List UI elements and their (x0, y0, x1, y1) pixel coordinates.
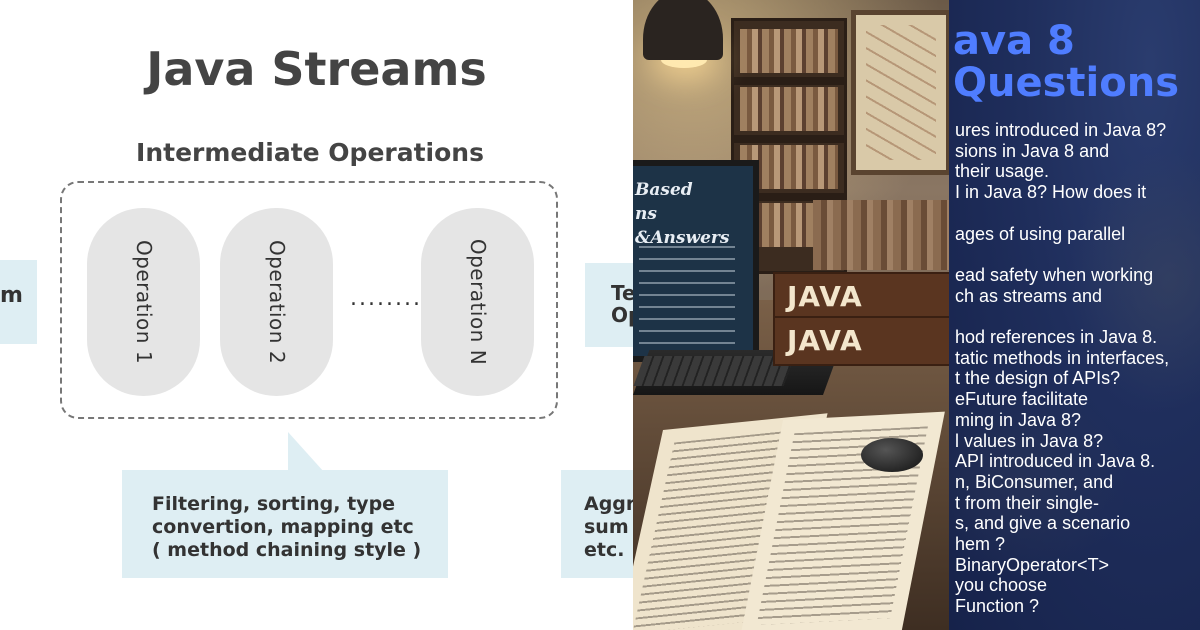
diagram-title: Java Streams (146, 42, 487, 96)
operations-ellipsis: ........ (350, 286, 422, 311)
java8-questions-panel: ava 8 Questions ures introduced in Java … (949, 0, 1200, 630)
terminal-note-box-partial (561, 470, 633, 578)
question-line: ages of using parallel (955, 223, 1126, 244)
question-line (955, 244, 1200, 265)
terminal-box-partial (585, 263, 633, 347)
terminal-note-text-partial: Aggr sum etc. (584, 493, 633, 561)
keyboard (633, 356, 795, 386)
lamp-icon (643, 0, 723, 60)
book-title: JAVA (787, 280, 863, 313)
question-line: t from their single- (955, 492, 1100, 513)
questions-title-line-1: ava 8 (953, 18, 1075, 64)
question-line: hem ? (955, 534, 1006, 555)
question-line: their usage. (955, 161, 1050, 182)
study-desk-illustration: Based ns &Answers JAVA JAVA (633, 0, 949, 630)
question-line: ch as streams and (955, 285, 1103, 306)
operation-label: Operation 1 (131, 239, 156, 365)
note-callout-box (122, 470, 448, 578)
question-line (955, 203, 1200, 224)
question-line: tatic methods in interfaces, (955, 347, 1170, 368)
intermediate-operations-group (60, 181, 558, 419)
back-shelf (813, 200, 949, 270)
question-line: ures introduced in Java 8? (955, 120, 1167, 140)
java-book-bottom: JAVA (773, 316, 949, 366)
question-line: I in Java 8? How does it (955, 182, 1147, 203)
operation-label: Operation 2 (264, 239, 289, 365)
question-line: eFuture facilitate (955, 389, 1089, 410)
question-line: n, BiConsumer, and (955, 471, 1114, 492)
wall-map-frame (851, 10, 949, 175)
question-line: API introduced in Java 8. (955, 451, 1156, 472)
question-line: Function ? (955, 596, 1040, 617)
question-line: sions in Java 8 and (955, 140, 1110, 161)
questions-title-line-2: Questions (953, 60, 1180, 106)
diagram-subtitle: Intermediate Operations (136, 138, 484, 167)
question-line: ead safety when working (955, 264, 1154, 285)
book-title: JAVA (787, 324, 863, 357)
question-line: s, and give a scenario (955, 513, 1131, 534)
question-line: you choose (955, 575, 1048, 596)
question-line: l values in Java 8? (955, 430, 1104, 451)
note-callout-text: Filtering, sorting, type convertion, map… (152, 493, 422, 561)
operation-label: Operation N (465, 238, 490, 366)
note-callout-tail (288, 432, 324, 472)
question-line: BinaryOperator<T> (955, 554, 1110, 575)
laptop-screen-text: Based ns &Answers (635, 180, 730, 248)
operation-pill-n: Operation N (421, 208, 534, 396)
question-line: t the design of APIs? (955, 368, 1121, 389)
questions-title: ava 8 Questions (953, 20, 1179, 104)
question-line: hod references in Java 8. (955, 327, 1158, 348)
questions-list: ures introduced in Java 8?sions in Java … (955, 120, 1200, 617)
source-label-partial: m (0, 283, 23, 308)
operation-pill-1: Operation 1 (87, 208, 200, 396)
laptop-screen: Based ns &Answers (633, 160, 759, 362)
source-box-partial (0, 260, 37, 344)
mouse-icon (861, 438, 923, 472)
terminal-label-partial: Te Op (611, 281, 633, 327)
question-line: ming in Java 8? (955, 409, 1082, 430)
operation-pill-2: Operation 2 (220, 208, 333, 396)
java-streams-diagram: Java Streams Intermediate Operations m O… (0, 42, 633, 578)
java-book-top: JAVA (773, 272, 949, 322)
question-line (955, 306, 1200, 327)
